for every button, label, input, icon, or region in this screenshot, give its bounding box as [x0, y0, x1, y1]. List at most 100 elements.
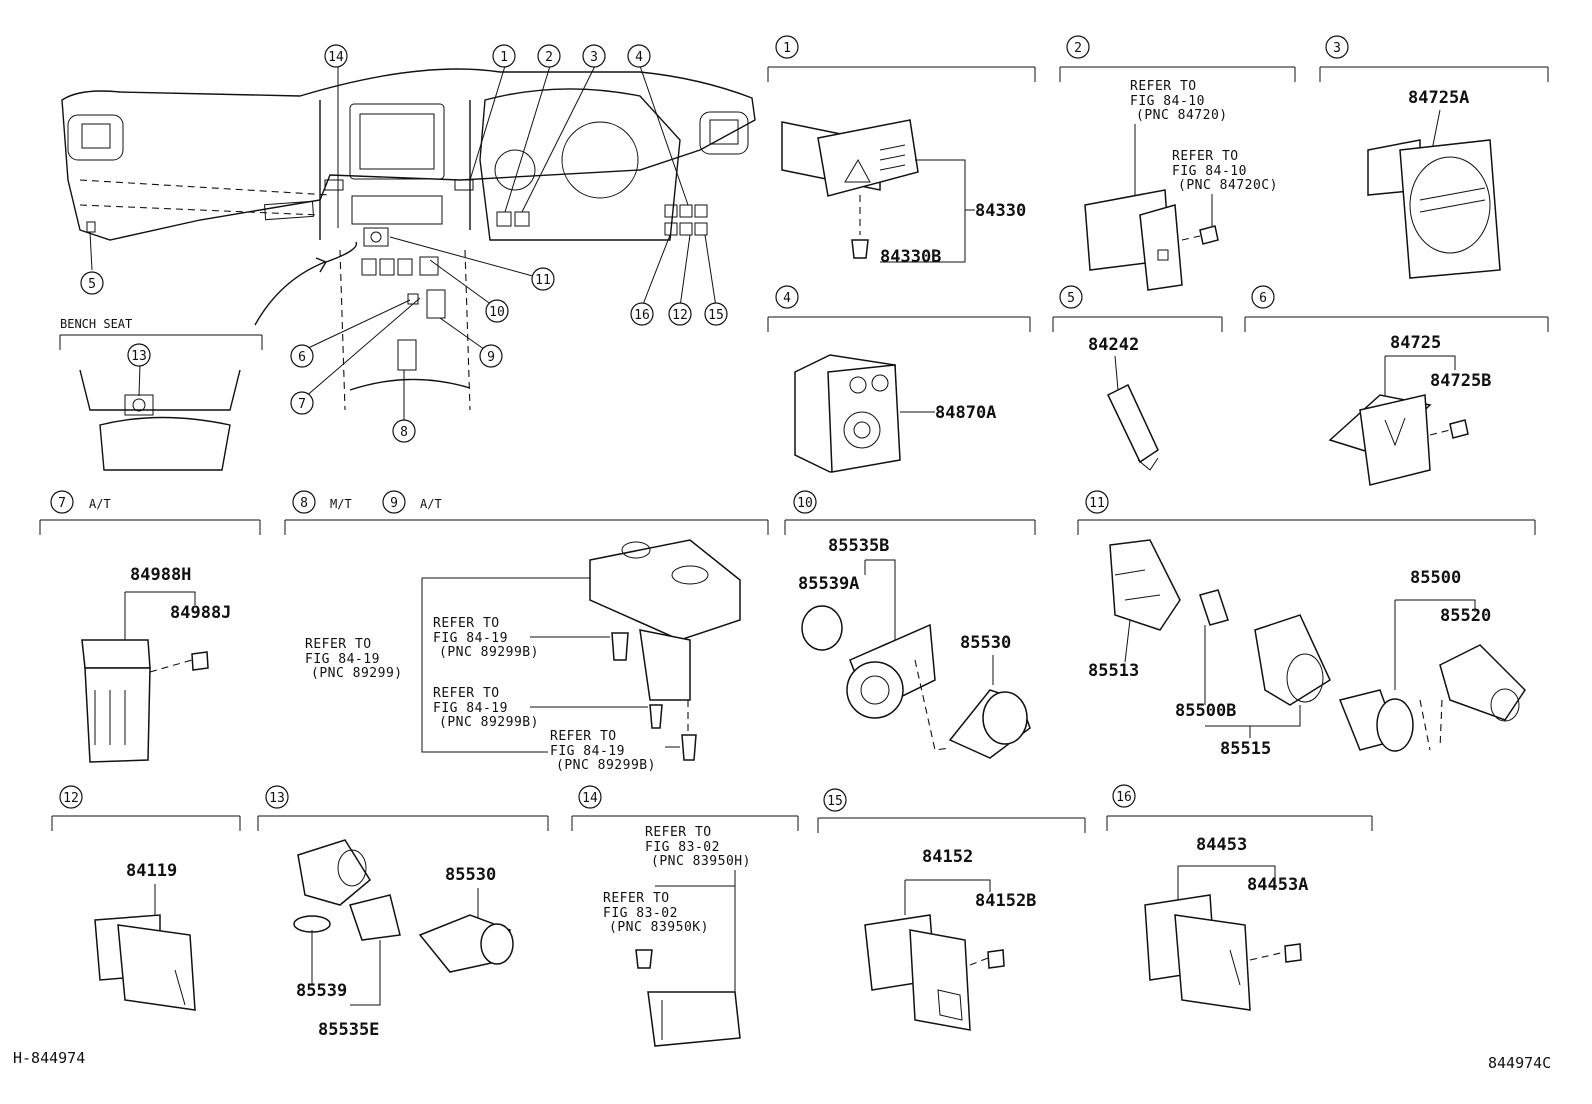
- part-84330B: 84330B: [880, 247, 941, 267]
- callout-16: 16: [630, 302, 654, 326]
- callout-6: 6: [290, 344, 314, 368]
- svg-text:FIG 83-02: FIG 83-02: [645, 840, 720, 855]
- svg-text:(PNC 89299): (PNC 89299): [311, 666, 403, 681]
- part-84242: 84242: [1088, 335, 1139, 355]
- part-85500B: 85500B: [1175, 701, 1236, 721]
- svg-text:1: 1: [783, 41, 791, 56]
- svg-text:REFER TO: REFER TO: [603, 891, 670, 906]
- svg-text:2: 2: [545, 50, 553, 65]
- svg-text:REFER TO: REFER TO: [1130, 79, 1197, 94]
- dashboard-overview: BENCH SEAT: [59, 65, 756, 471]
- svg-text:FIG 84-19: FIG 84-19: [433, 701, 508, 716]
- part-84988J: 84988J: [170, 603, 231, 623]
- svg-text:FIG 84-19: FIG 84-19: [305, 652, 380, 667]
- svg-text:12: 12: [672, 308, 688, 323]
- svg-text:14: 14: [582, 791, 598, 806]
- bench-seat-label: BENCH SEAT: [60, 317, 132, 331]
- callout-14: 14: [324, 44, 348, 68]
- part-84152: 84152: [922, 847, 973, 867]
- section-8-9: 8 M/T 9 A/T REFER TO FIG 84-19 (PNC 8929…: [284, 490, 769, 773]
- part-84725: 84725: [1390, 333, 1441, 353]
- svg-text:(PNC 89299B): (PNC 89299B): [439, 715, 539, 730]
- part-84725A: 84725A: [1408, 88, 1469, 108]
- section-5: 5 84242: [1052, 285, 1223, 471]
- footer-left-code: H-844974: [13, 1049, 85, 1067]
- part-85515: 85515: [1220, 739, 1271, 759]
- part-84870A: 84870A: [935, 403, 996, 423]
- svg-text:REFER TO: REFER TO: [433, 616, 500, 631]
- part-84119: 84119: [126, 861, 177, 881]
- section-10: 10 85535B 85539A 85530: [784, 490, 1036, 759]
- part-85535B: 85535B: [828, 536, 889, 556]
- section-12: 12 84119: [51, 785, 241, 1011]
- svg-text:A/T: A/T: [89, 497, 111, 511]
- svg-text:9: 9: [487, 350, 495, 365]
- svg-text:10: 10: [489, 305, 505, 320]
- section-6: 6 84725 84725B: [1244, 285, 1549, 486]
- part-85530-b: 85530: [445, 865, 496, 885]
- svg-text:13: 13: [131, 349, 147, 364]
- svg-text:6: 6: [298, 350, 306, 365]
- callout-10: 10: [485, 299, 509, 323]
- svg-text:11: 11: [1089, 496, 1105, 511]
- svg-text:FIG 84-10: FIG 84-10: [1172, 164, 1247, 179]
- part-85539A: 85539A: [798, 574, 859, 594]
- part-85539: 85539: [296, 981, 347, 1001]
- callout-9: 9: [479, 344, 503, 368]
- svg-text:16: 16: [634, 308, 650, 323]
- callout-5: 5: [80, 271, 104, 295]
- svg-text:9: 9: [390, 496, 398, 511]
- callout-13: 13: [127, 343, 151, 367]
- svg-text:15: 15: [708, 308, 724, 323]
- svg-text:(PNC 89299B): (PNC 89299B): [556, 758, 656, 773]
- callout-15: 15: [704, 302, 728, 326]
- svg-text:15: 15: [827, 794, 843, 809]
- svg-text:A/T: A/T: [420, 497, 442, 511]
- callout-8: 8: [392, 419, 416, 443]
- svg-text:FIG 84-10: FIG 84-10: [1130, 94, 1205, 109]
- part-85530: 85530: [960, 633, 1011, 653]
- svg-text:5: 5: [88, 277, 96, 292]
- svg-text:8: 8: [300, 496, 308, 511]
- svg-text:3: 3: [1333, 41, 1341, 56]
- svg-text:8: 8: [400, 425, 408, 440]
- svg-text:REFER TO: REFER TO: [645, 825, 712, 840]
- part-84725B: 84725B: [1430, 371, 1491, 391]
- section-14: 14 REFER TO FIG 83-02 (PNC 83950H) REFER…: [571, 785, 799, 1047]
- svg-text:5: 5: [1067, 291, 1075, 306]
- svg-text:FIG 84-19: FIG 84-19: [433, 631, 508, 646]
- svg-text:10: 10: [797, 496, 813, 511]
- svg-text:16: 16: [1116, 790, 1132, 805]
- part-85520: 85520: [1440, 606, 1491, 626]
- callout-12: 12: [668, 302, 692, 326]
- svg-text:1: 1: [500, 50, 508, 65]
- svg-text:4: 4: [635, 50, 643, 65]
- svg-text:7: 7: [298, 397, 306, 412]
- svg-text:6: 6: [1259, 291, 1267, 306]
- svg-text:(PNC 83950K): (PNC 83950K): [609, 920, 709, 935]
- svg-text:(PNC 84720): (PNC 84720): [1136, 108, 1228, 123]
- svg-text:REFER TO: REFER TO: [433, 686, 500, 701]
- part-84988H: 84988H: [130, 565, 191, 585]
- svg-text:REFER TO: REFER TO: [550, 729, 617, 744]
- callout-4: 4: [627, 44, 651, 68]
- svg-text:13: 13: [269, 791, 285, 806]
- part-84453A: 84453A: [1247, 875, 1308, 895]
- part-84330: 84330: [975, 201, 1026, 221]
- svg-text:3: 3: [590, 50, 598, 65]
- svg-text:(PNC 89299B): (PNC 89299B): [439, 645, 539, 660]
- section-3: 3 84725A: [1319, 35, 1549, 279]
- svg-text:FIG 84-19: FIG 84-19: [550, 744, 625, 759]
- footer-right-code: 844974C: [1488, 1054, 1551, 1072]
- section-13: 13 85530 85539 85535E: [257, 785, 549, 1040]
- svg-text:FIG 83-02: FIG 83-02: [603, 906, 678, 921]
- section-15: 15 84152 84152B: [817, 788, 1086, 1031]
- svg-text:4: 4: [783, 291, 791, 306]
- svg-text:2: 2: [1074, 41, 1082, 56]
- overview-callouts: 14 1 2 3 4 5 11 10 6 9 7 8 16 12 15 13: [80, 44, 728, 443]
- section-7: 7 A/T 84988H 84988J: [39, 490, 261, 763]
- svg-text:12: 12: [63, 791, 79, 806]
- svg-text:(PNC 84720C): (PNC 84720C): [1178, 178, 1278, 193]
- section-2: 2 REFER TO FIG 84-10 (PNC 84720) REFER T…: [1059, 35, 1296, 291]
